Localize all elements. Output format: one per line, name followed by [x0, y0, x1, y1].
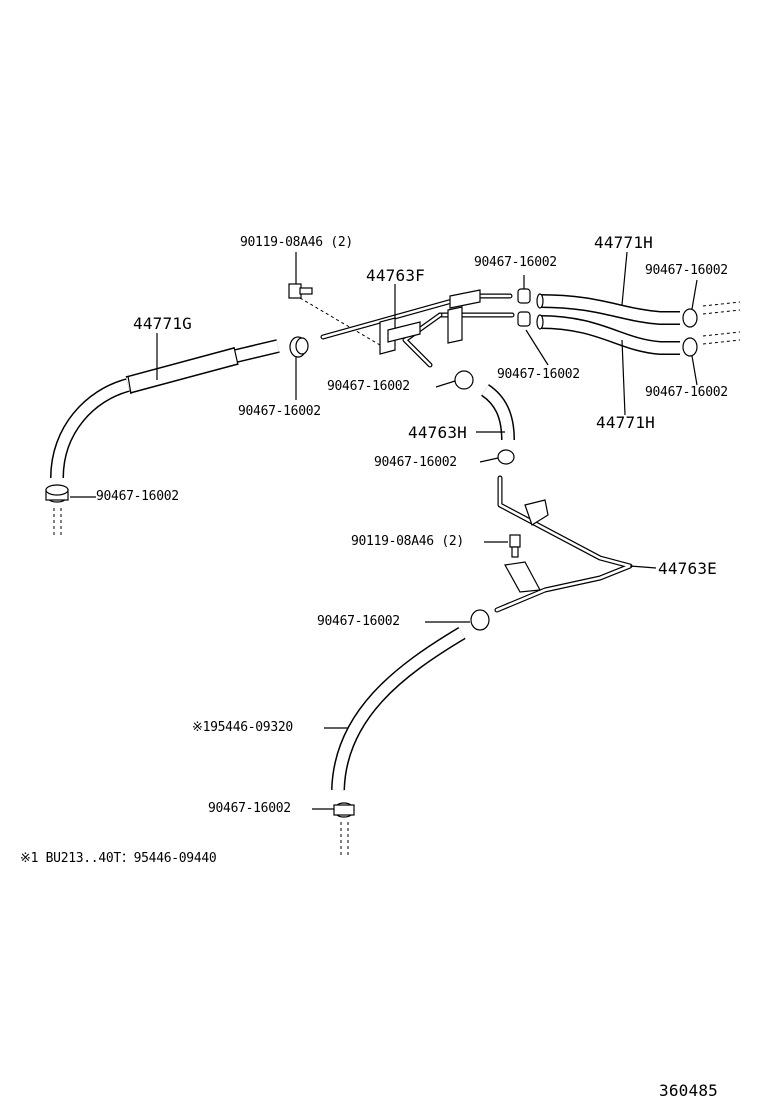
- hose-lower: [331, 609, 490, 855]
- hoses-44771h: [536, 293, 680, 355]
- label-clamp-lower-hose-top: 90467-16002: [317, 614, 400, 629]
- bolt-lower-shape: [509, 534, 521, 558]
- label-44771h-bottom: 44771H: [596, 413, 655, 432]
- bolt-top-shape: [288, 283, 381, 346]
- label-clamp-lower-hose-bottom: 90467-16002: [208, 801, 291, 816]
- label-44763e: 44763E: [658, 559, 717, 578]
- label-bolt-lower: 90119-08A46 (2): [351, 534, 464, 549]
- label-44771h-top: 44771H: [594, 233, 653, 252]
- label-clamp-center-mid: 90467-16002: [327, 379, 410, 394]
- label-clamp-right-top: 90467-16002: [645, 263, 728, 278]
- pipe-44763f: [320, 289, 515, 368]
- label-clamp-center-lower: 90467-16002: [497, 367, 580, 382]
- diagram-number: 360485: [659, 1081, 718, 1100]
- clamp-top-center-shapes: [517, 288, 531, 327]
- hose-44771g: [50, 339, 280, 479]
- label-clamp-44763h-end: 90467-16002: [374, 455, 457, 470]
- clamp-left-mid-shape: [289, 336, 309, 358]
- leader-lines: [70, 251, 698, 810]
- clamp-left-bottom-shape: [45, 484, 69, 535]
- label-clamp-left-bottom: 90467-16002: [96, 489, 179, 504]
- clamp-right-shapes: [682, 301, 741, 357]
- label-bolt-top: 90119-08A46 (2): [240, 235, 353, 250]
- label-hose-lower: ※195446-09320: [192, 720, 293, 735]
- label-44763h: 44763H: [408, 423, 467, 442]
- label-clamp-right-bottom: 90467-16002: [645, 385, 728, 400]
- label-clamp-top-center: 90467-16002: [474, 255, 557, 270]
- label-44771g: 44771G: [133, 314, 192, 333]
- clamp-center-mid-shape: [454, 370, 474, 390]
- hose-44763h: [480, 384, 515, 465]
- footnote: ※1 BU213..40T：95446-09440: [20, 851, 217, 866]
- label-44763f: 44763F: [366, 266, 425, 285]
- label-clamp-left-mid: 90467-16002: [238, 404, 321, 419]
